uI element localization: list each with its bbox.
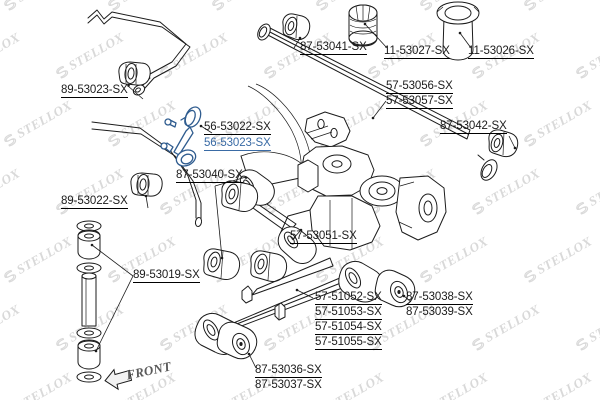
arm-bushing-87-53040-upper	[221, 180, 259, 212]
upper-lateral-rod	[257, 23, 471, 140]
front-marker: FRONT	[125, 357, 173, 384]
upper-arm-bushing-87-53041	[282, 13, 311, 41]
front-label: FRONT	[124, 358, 173, 383]
label-57-51054-SX: 57-51054-SX	[315, 321, 382, 335]
axle-housing	[240, 83, 447, 251]
label-group-bushing-38-39: 87-53038-SX 87-53039-SX	[406, 290, 473, 319]
label-89-53019-SX: 89-53019-SX	[133, 269, 200, 283]
label-87-53039-SX: 87-53039-SX	[406, 306, 473, 318]
label-87-53036-SX: 87-53036-SX	[255, 364, 322, 378]
label-87-53042-SX: 87-53042-SX	[440, 120, 507, 134]
front-direction-arrow	[104, 368, 133, 391]
label-57-51055-SX: 57-51055-SX	[315, 336, 382, 350]
bump-stop	[348, 4, 378, 47]
label-11-53026-SX: 11-53026-SX	[468, 45, 534, 59]
arm-bushing-pair-right	[250, 250, 288, 282]
leader-lines	[90, 22, 517, 369]
label-11-53027-SX: 11-53027-SX	[384, 45, 450, 59]
label-56-53022-SX: 56-53022-SX	[204, 121, 271, 135]
label-57-53057-SX: 57-53057-SX	[386, 95, 453, 109]
label-57-51052-SX: 57-51052-SX	[315, 291, 382, 305]
label-group-trailing-arm: 57-51052-SX 57-51053-SX 57-51054-SX 57-5…	[315, 290, 382, 350]
label-57-53056-SX: 57-53056-SX	[386, 80, 453, 94]
trailing-arm-mid	[241, 257, 334, 304]
label-87-53040-SX: 87-53040-SX	[176, 169, 243, 183]
stabilizer-bushing-lower	[130, 172, 163, 197]
stabilizer-bushing-upper	[118, 61, 151, 86]
shock-bushing-kit	[76, 220, 102, 383]
label-89-53023-SX: 89-53023-SX	[61, 84, 128, 98]
lateral-rod-right-eye	[477, 154, 498, 181]
stabilizer-link-highlighted	[160, 106, 202, 167]
label-57-51053-SX: 57-51053-SX	[315, 306, 382, 320]
spring-seat	[436, 1, 480, 61]
lateral-rod-bushing-87-53042	[488, 129, 519, 158]
label-group-bushing-36-37: 87-53036-SX 87-53037-SX	[255, 363, 322, 392]
label-87-53037-SX: 87-53037-SX	[255, 379, 322, 391]
label-89-53022-SX: 89-53022-SX	[61, 195, 128, 209]
bushing-87-53036	[216, 321, 258, 360]
label-57-53051-SX: 57-53051-SX	[290, 230, 357, 244]
label-56-53023-SX: 56-53023-SX	[204, 137, 271, 151]
label-87-53041-SX: 87-53041-SX	[300, 41, 367, 55]
bushing-87-53038	[374, 269, 416, 308]
label-87-53038-SX: 87-53038-SX	[406, 291, 473, 305]
label-group-lateral-rod: 57-53056-SX 57-53057-SX	[386, 79, 453, 109]
